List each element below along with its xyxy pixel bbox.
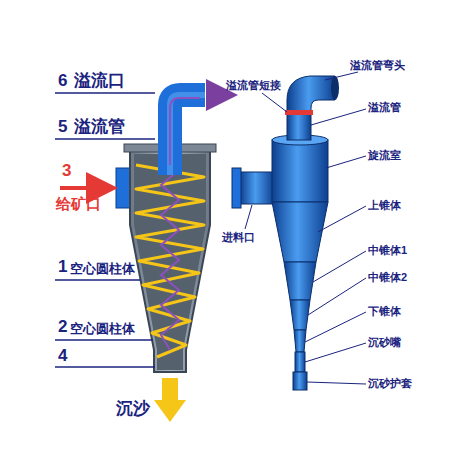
part-label: 上锥体	[368, 200, 401, 211]
part-label: 溢流管	[74, 118, 125, 135]
part-label: 溢流管	[368, 102, 401, 113]
callout-number: 4	[58, 347, 67, 364]
part-label: 中锥体2	[368, 272, 407, 283]
part-label: 沉砂护套	[368, 378, 412, 389]
part-label: 沉砂嘴	[368, 337, 401, 348]
part-label: 溢流口	[74, 72, 125, 89]
part-label: 进料口	[222, 232, 255, 243]
callout-number: 2	[58, 318, 67, 335]
callout-number: 3	[62, 162, 71, 179]
part-label: 空心圆柱体	[70, 262, 135, 275]
callout-number: 1	[58, 258, 67, 275]
part-label: 沉沙	[116, 400, 150, 417]
part-label: 溢流管弯头	[350, 60, 405, 71]
part-label: 中锥体1	[368, 245, 407, 256]
callout-number: 5	[58, 118, 67, 135]
part-label: 溢流管短接	[226, 80, 281, 91]
part-label: 旋流室	[368, 150, 401, 161]
part-label: 给矿口	[56, 196, 101, 211]
part-label: 空心圆柱体	[70, 322, 135, 335]
external-view	[232, 72, 366, 390]
section-view	[55, 93, 230, 422]
part-label: 下锥体	[368, 306, 401, 317]
callout-number: 6	[58, 72, 67, 89]
